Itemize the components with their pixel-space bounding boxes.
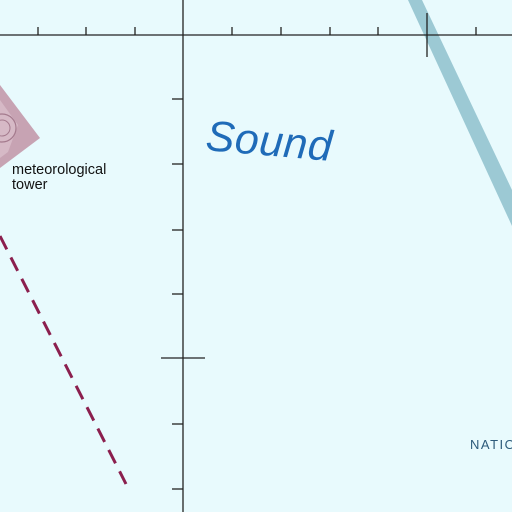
vertical-grid-line (161, 0, 205, 512)
meteorological-tower-label: meteorological tower (12, 163, 106, 193)
feature-label-line-1: meteorological (12, 162, 107, 178)
feature-label-line-2: tower (12, 177, 48, 193)
channel-band (408, 0, 512, 226)
dashed-boundary-line (0, 235, 128, 485)
edge-label: NATIO (470, 437, 512, 452)
horizontal-grid-line (0, 13, 512, 57)
meteorological-tower-symbol (0, 85, 40, 168)
